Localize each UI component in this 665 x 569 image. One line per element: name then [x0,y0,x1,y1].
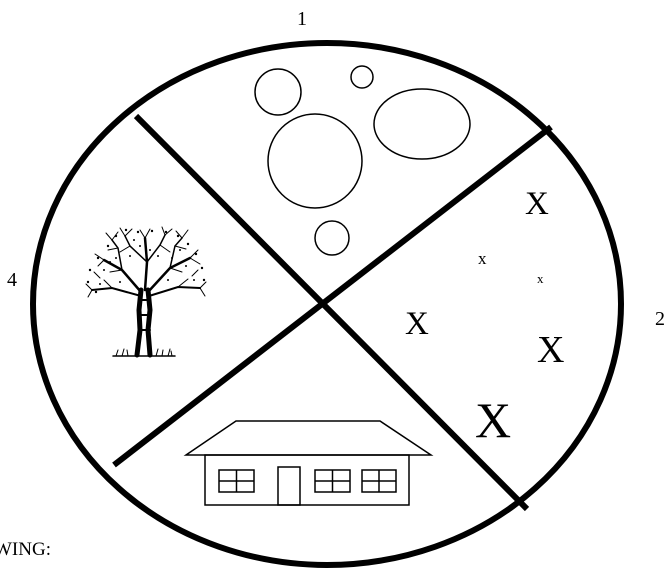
circle-small-left [255,69,301,115]
circle-large [268,114,362,208]
circle-shapes [255,66,470,255]
x-mark-3: x [537,271,544,286]
oval-right [374,89,470,159]
region-label-4: 4 [7,269,17,291]
x-mark-4: X [405,306,429,342]
house-door [278,467,300,505]
circle-bottom [315,221,349,255]
x-mark-2: x [478,249,487,268]
region-label-2: 2 [655,308,665,330]
house-roof [186,421,431,455]
circle-tiny [351,66,373,88]
x-mark-1: X [525,186,549,222]
region-label-1: 1 [297,8,307,30]
house-icon [186,421,431,505]
x-mark-6: X [475,392,511,448]
divider-line-a [136,116,527,509]
x-mark-5: X [537,329,564,371]
caption-text: WING: [0,539,51,560]
house-windows [219,470,396,492]
tree-icon [86,227,206,356]
